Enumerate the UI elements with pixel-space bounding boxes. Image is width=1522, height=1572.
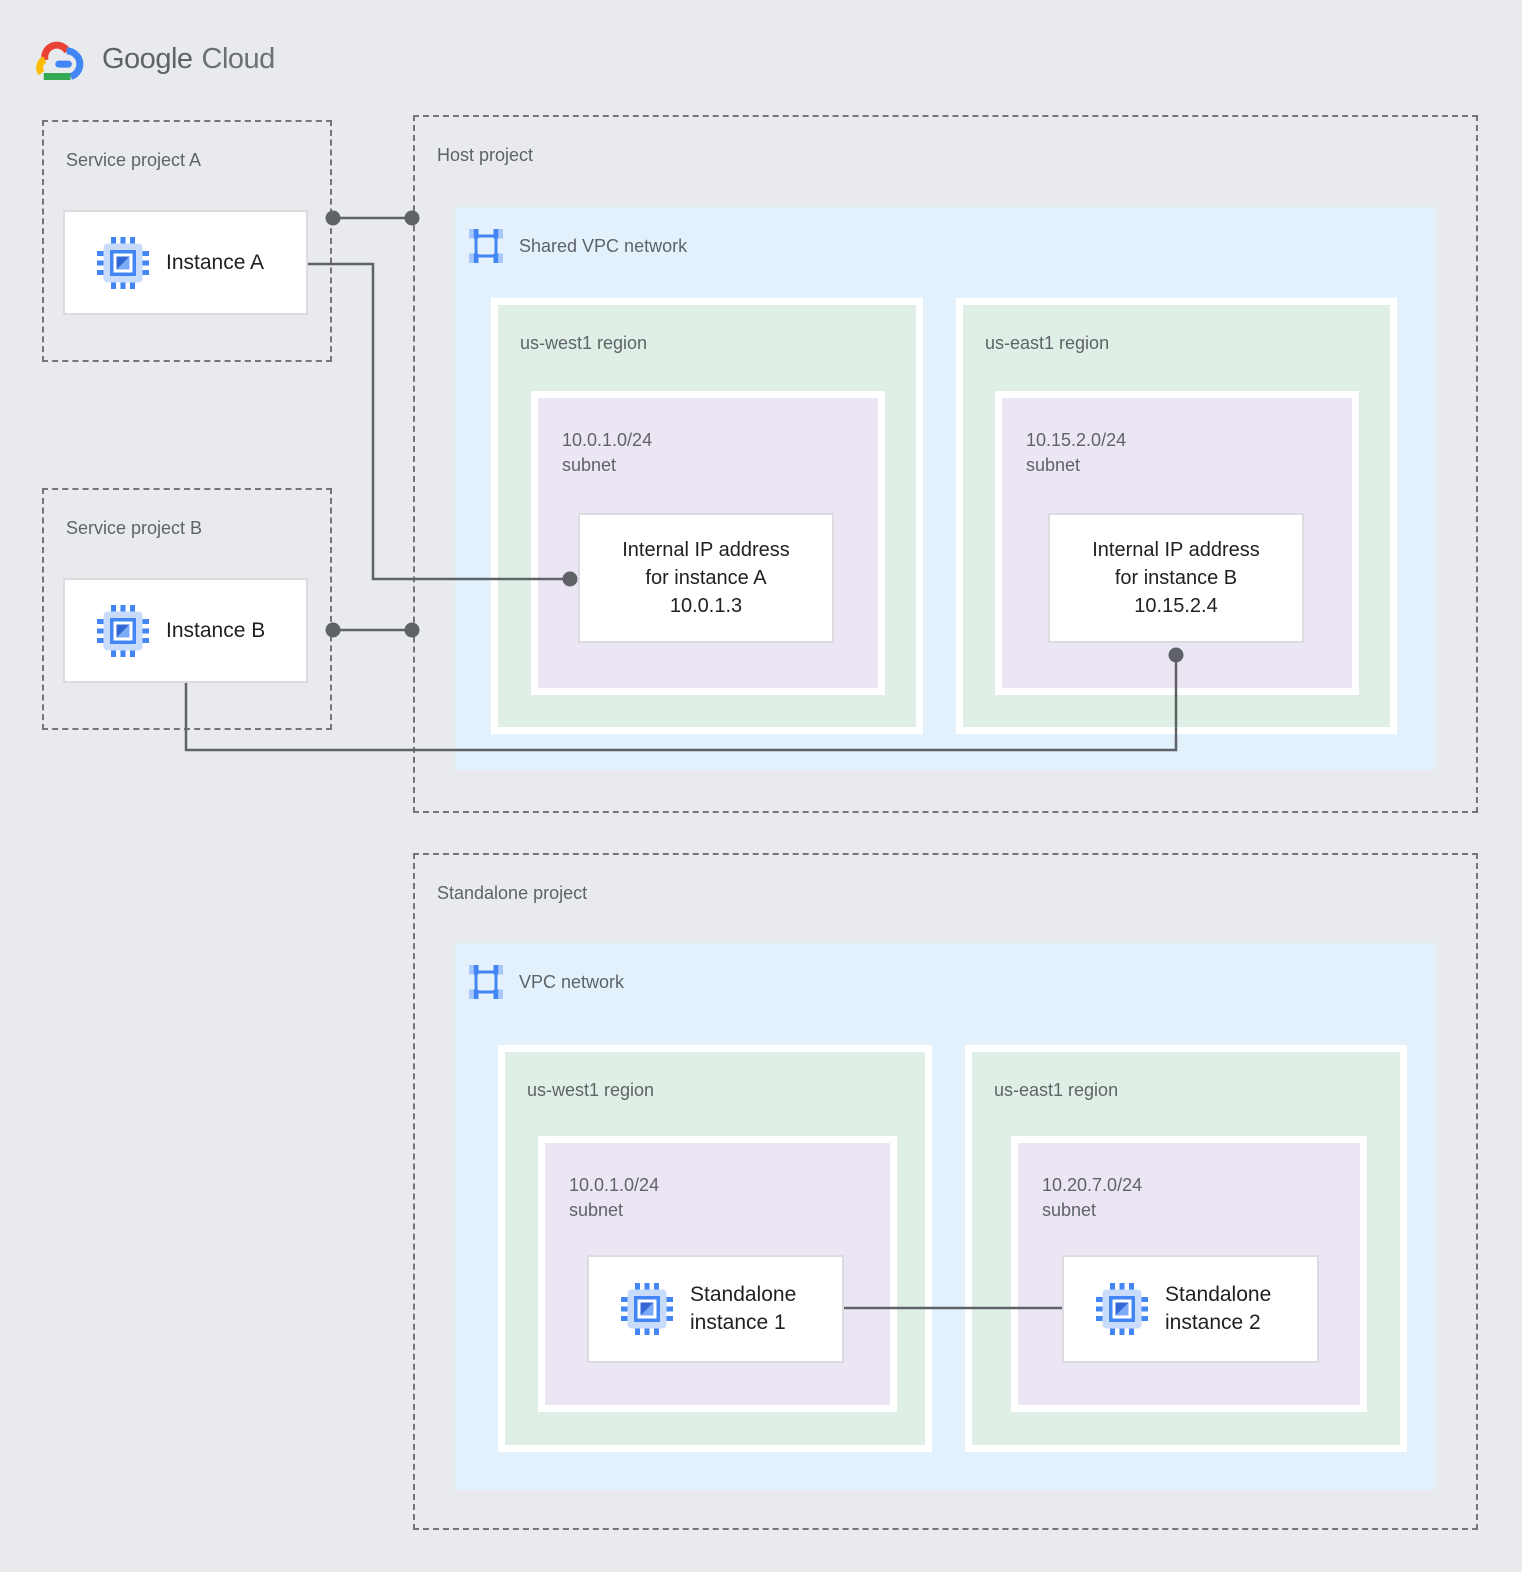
standalone-instance-2-box: Standalone instance 2 (1062, 1255, 1319, 1363)
compute-engine-icon (1096, 1283, 1148, 1335)
compute-engine-icon (621, 1283, 673, 1335)
google-cloud-logo-icon (36, 41, 84, 80)
standalone-instance-2-label: Standalone instance 2 (1165, 1283, 1272, 1334)
service-project-a-title: Service project A (66, 150, 202, 170)
standalone-project-title: Standalone project (437, 883, 588, 903)
shared-vpc-network-box: Shared VPC network us-west1 region 10.0.… (455, 207, 1435, 770)
host-region-us-west1: us-west1 region 10.0.1.0/24 subnet Inter… (491, 298, 923, 734)
vpc-network-icon (469, 965, 503, 999)
host-project-title: Host project (437, 145, 534, 165)
ip-line: for instance A (645, 567, 767, 589)
subnet-word: subnet (569, 1200, 624, 1220)
host-project-box: Host project Shared VPC network (413, 115, 1478, 813)
compute-engine-icon (97, 236, 149, 289)
service-project-b-box: Service project B Instance B (42, 488, 332, 730)
standalone-region-us-west1: us-west1 region 10.0.1.0/24 subnet (498, 1045, 932, 1452)
compute-engine-icon (97, 604, 149, 657)
standalone-subnet-us-east1: 10.20.7.0/24 subnet (1011, 1136, 1367, 1412)
ip-line: 10.15.2.4 (1134, 595, 1218, 617)
host-region-us-east1-title: us-east1 region (985, 333, 1110, 353)
standalone-instance-1-label: Standalone instance 1 (690, 1283, 797, 1334)
instance-b-label: Instance B (166, 618, 266, 642)
subnet-cidr: 10.0.1.0/24 (562, 430, 653, 450)
host-subnet-us-east1-label: 10.15.2.0/24 subnet (1026, 428, 1126, 478)
instance-a-box: Instance A (63, 210, 308, 315)
host-subnet-us-west1: 10.0.1.0/24 subnet Internal IP address f… (531, 391, 885, 695)
standalone-region-us-east1: us-east1 region 10.20.7.0/24 subnet (965, 1045, 1407, 1452)
service-project-a-box: Service project A Instance A (42, 120, 332, 362)
host-subnet-us-west1-label: 10.0.1.0/24 subnet (562, 428, 652, 478)
instance-b-box: Instance B (63, 578, 308, 683)
standalone-subnet-us-west1: 10.0.1.0/24 subnet (538, 1136, 897, 1412)
vpc-network-header: VPC network (468, 964, 624, 1000)
standalone-region-us-east1-title: us-east1 region (994, 1080, 1119, 1100)
subnet-cidr: 10.20.7.0/24 (1042, 1175, 1143, 1195)
internal-ip-instance-a-box: Internal IP address for instance A 10.0.… (578, 513, 834, 643)
vpc-network-label: VPC network (519, 971, 625, 992)
logo-text-google: Google (102, 42, 193, 75)
host-subnet-us-east1: 10.15.2.0/24 subnet Internal IP address … (995, 391, 1359, 695)
subnet-cidr: 10.15.2.0/24 (1026, 430, 1127, 450)
internal-ip-instance-b-box: Internal IP address for instance B 10.15… (1048, 513, 1304, 643)
logo-text-cloud: Cloud (201, 42, 276, 75)
host-region-us-west1-title: us-west1 region (520, 333, 648, 353)
vpc-network-icon (469, 229, 503, 263)
standalone-project-box: Standalone project VPC network (413, 853, 1478, 1530)
standalone-region-us-west1-title: us-west1 region (527, 1080, 655, 1100)
shared-vpc-network-label: Shared VPC network (519, 235, 688, 256)
google-cloud-logo: Google Cloud (33, 36, 275, 82)
shared-vpc-network-header: Shared VPC network (468, 228, 687, 264)
host-region-us-east1: us-east1 region 10.15.2.0/24 subnet Inte… (956, 298, 1397, 734)
vpc-network-box: VPC network us-west1 region 10.0.1.0/24 … (455, 943, 1435, 1490)
standalone-subnet-us-east1-label: 10.20.7.0/24 subnet (1042, 1173, 1142, 1223)
subnet-word: subnet (1042, 1200, 1097, 1220)
subnet-cidr: 10.0.1.0/24 (569, 1175, 660, 1195)
ip-line: for instance B (1114, 567, 1238, 589)
standalone-instance-1-box: Standalone instance 1 (587, 1255, 844, 1363)
instance-a-label: Instance A (166, 250, 265, 274)
ip-line: Internal IP address (1092, 539, 1260, 561)
subnet-word: subnet (562, 455, 617, 475)
standalone-subnet-us-west1-label: 10.0.1.0/24 subnet (569, 1173, 659, 1223)
service-project-b-title: Service project B (66, 518, 203, 538)
ip-line: Internal IP address (622, 539, 790, 561)
subnet-word: subnet (1026, 455, 1081, 475)
ip-line: 10.0.1.3 (669, 595, 743, 617)
